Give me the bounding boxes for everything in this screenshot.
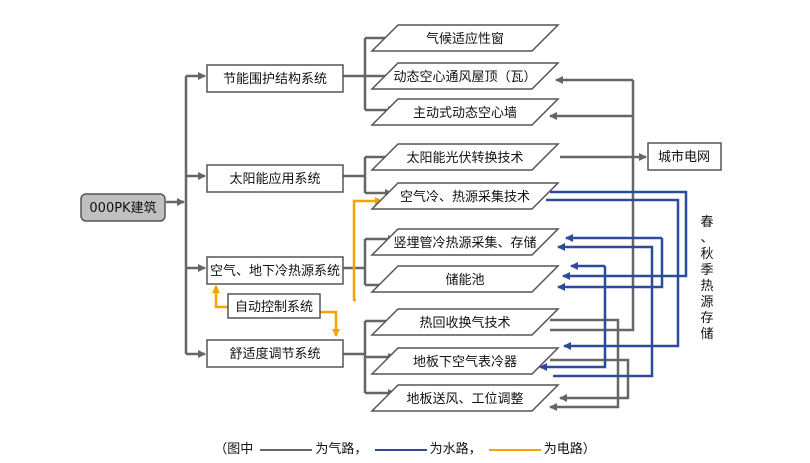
subsystem-shape <box>370 384 560 412</box>
subsystem-s5[interactable]: 空气冷、热源采集技术 <box>370 182 560 210</box>
season-note-char: 春 <box>700 215 713 230</box>
water-s9-to-s6 <box>553 243 654 378</box>
legend-air-swatch <box>260 448 313 451</box>
legend-water-label: 为水路， <box>429 442 482 457</box>
subsystem-shape <box>370 98 560 126</box>
subsystem-s4[interactable]: 太阳能光伏转换技术 <box>370 143 560 171</box>
legend-electric-swatch <box>488 448 541 451</box>
subsystem-label: 主动式动态空心墙 <box>413 106 517 121</box>
subsystem-shape <box>370 228 560 256</box>
subsystem-label: 动态空心通风屋顶（瓦） <box>393 70 536 85</box>
subsystem-shape <box>370 347 560 375</box>
city-grid[interactable]: 城市电网 <box>647 142 722 171</box>
subsystem-label: 储能池 <box>445 273 484 288</box>
subsystem-label: 空气冷、热源采集技术 <box>400 189 530 205</box>
subsystem-s6[interactable]: 竖埋管冷热源采集、存储 <box>370 228 560 256</box>
subsystem-s9[interactable]: 地板下空气表冷器 <box>370 347 560 375</box>
legend-electric-label: 为电路） <box>543 442 596 457</box>
legend-prefix: （图中 <box>214 442 254 457</box>
electric-control-to-airground <box>212 285 228 309</box>
air-loop-s9-to-s10 <box>550 358 630 402</box>
legend-water-swatch <box>374 448 427 451</box>
season-note-char: 热 <box>700 279 713 294</box>
root-node[interactable]: 000PK建筑 <box>80 193 166 222</box>
subsystem-s7[interactable]: 储能池 <box>370 265 560 293</box>
water-s7-to-s9 <box>539 266 607 371</box>
subsystem-label: 地板送风、工位调整 <box>406 392 523 407</box>
subsystem-s1[interactable]: 气候适应性窗 <box>370 24 560 52</box>
season-note-char: 源 <box>700 295 713 310</box>
legend-air-label: 为气路， <box>315 442 368 457</box>
connector-envelope-branch <box>343 38 367 110</box>
subsystem-s2[interactable]: 动态空心通风屋顶（瓦） <box>370 62 560 90</box>
water-s5-to-s7 <box>550 190 688 280</box>
water-s5-to-s9 <box>546 198 680 350</box>
season-note-char: 秋 <box>700 247 713 262</box>
air-loop-s8-to-s10 <box>549 318 620 411</box>
system-solar-label: 太阳能应用系统 <box>229 171 320 187</box>
control-system-label: 自动控制系统 <box>235 300 313 315</box>
subsystem-s3[interactable]: 主动式动态空心墙 <box>370 98 560 126</box>
subsystem-s10[interactable]: 地板送风、工位调整 <box>370 384 560 412</box>
subsystem-shape <box>370 62 560 90</box>
season-note-char: 季 <box>700 263 713 278</box>
water-s6-to-s7 <box>557 238 664 291</box>
subsystem-label: 气候适应性窗 <box>426 31 504 47</box>
subsystem-shape <box>370 308 560 336</box>
subsystem-s8[interactable]: 热回收换气技术 <box>370 308 560 336</box>
system-comfort[interactable]: 舒适度调节系统 <box>206 339 344 368</box>
control-system[interactable]: 自动控制系统 <box>227 293 321 319</box>
system-envelope-label: 节能围护结构系统 <box>223 72 327 87</box>
connector-comfort-branch <box>343 321 367 393</box>
air-return-s8-to-s2-s3 <box>550 80 635 332</box>
season-note-char: 存 <box>700 311 713 326</box>
legend: （图中 为气路， 为水路， 为电路） <box>0 438 810 457</box>
subsystem-shape <box>370 143 560 171</box>
system-comfort-label: 舒适度调节系统 <box>229 346 320 362</box>
system-air-ground-label: 空气、地下冷热源系统 <box>210 263 340 279</box>
season-note-char: 、 <box>700 231 713 246</box>
city-grid-label: 城市电网 <box>658 149 710 165</box>
system-air-ground[interactable]: 空气、地下冷热源系统 <box>206 256 344 285</box>
system-solar[interactable]: 太阳能应用系统 <box>206 164 344 193</box>
electric-control-to-s5 <box>352 197 383 302</box>
subsystem-shape <box>370 24 560 52</box>
subsystem-label: 太阳能光伏转换技术 <box>406 151 523 166</box>
subsystem-shape <box>370 182 560 210</box>
subsystem-label: 竖埋管冷热源采集、存储 <box>393 235 536 251</box>
connector-solar-branch <box>343 157 367 193</box>
system-envelope[interactable]: 节能围护结构系统 <box>206 64 344 93</box>
root-node-label: 000PK建筑 <box>89 200 156 216</box>
electric-control-to-comfort <box>318 310 340 337</box>
subsystem-label: 热回收换气技术 <box>419 315 510 331</box>
subsystem-label: 地板下空气表冷器 <box>413 354 517 370</box>
season-note-char: 储 <box>700 327 713 342</box>
subsystem-shape <box>370 265 560 293</box>
